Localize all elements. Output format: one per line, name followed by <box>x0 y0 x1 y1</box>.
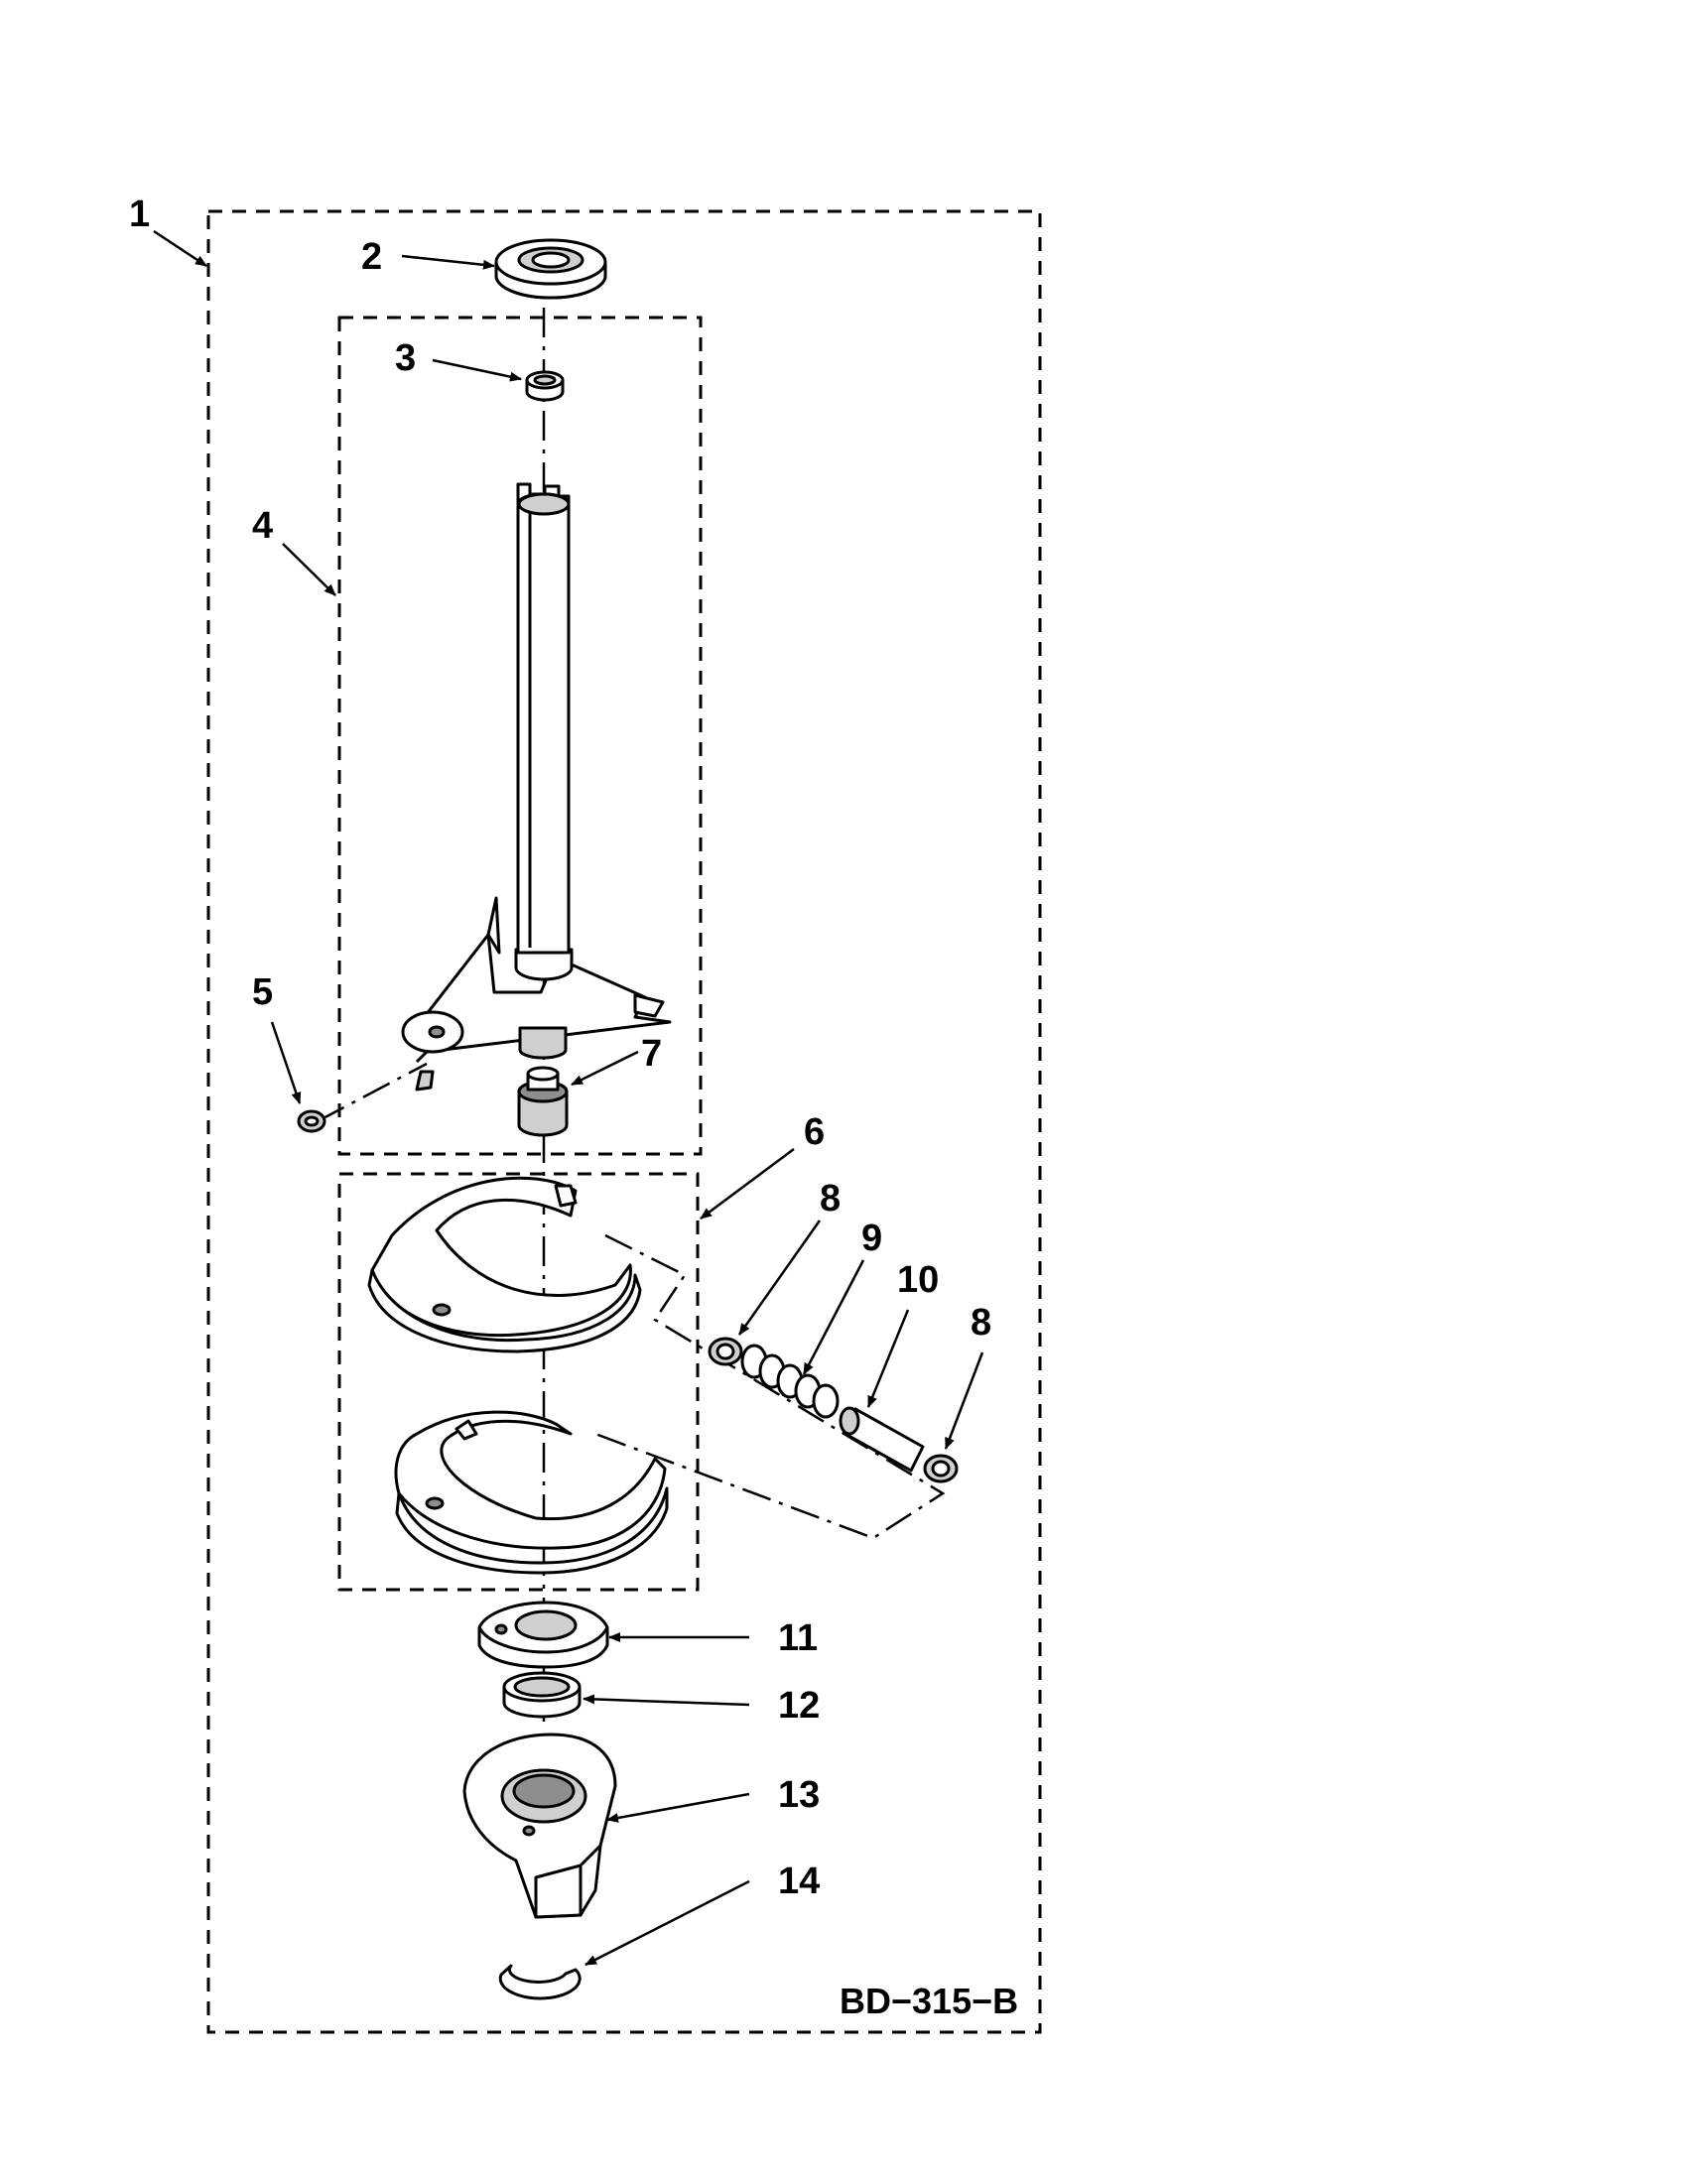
callout-label-12: 12 <box>778 1685 820 1727</box>
assembly-4-boundary <box>337 316 703 1156</box>
part-2-seal <box>494 238 607 300</box>
pin-axis-6 <box>594 1233 946 1540</box>
part-5-clip <box>297 1109 326 1133</box>
callout-label-5: 5 <box>252 971 273 1013</box>
part-3-bushing <box>525 370 565 402</box>
leader-8a <box>737 1220 822 1336</box>
leader-2 <box>401 254 495 270</box>
leader-12 <box>583 1694 750 1707</box>
part-10-pin <box>839 1406 925 1473</box>
callout-label-11: 11 <box>778 1617 818 1659</box>
leader-1 <box>153 229 207 268</box>
callout-label-14: 14 <box>778 1861 820 1902</box>
callout-label-1: 1 <box>129 193 150 235</box>
part-6-brake-upper <box>367 1176 642 1353</box>
part-6-brake-lower <box>394 1410 669 1575</box>
part-8-washer-left <box>708 1337 743 1366</box>
part-14-snap-ring <box>498 1964 582 2000</box>
callout-label-2: 2 <box>361 236 382 278</box>
callout-label-9: 9 <box>861 1218 882 1259</box>
leader-7 <box>571 1050 639 1087</box>
callout-label-3: 3 <box>395 337 416 379</box>
pin-axis-5 <box>317 1062 428 1123</box>
part-12-ring <box>502 1671 582 1719</box>
part-13-cam <box>462 1733 617 1919</box>
part-7-bushing <box>517 1066 569 1137</box>
leader-14 <box>584 1879 750 1967</box>
diagram-code: BD−315−B <box>840 1981 1018 2021</box>
callout-label-4: 4 <box>252 505 273 547</box>
part-11-retainer <box>477 1601 609 1669</box>
callout-label-8b: 8 <box>971 1302 991 1344</box>
part-9-spring <box>740 1344 840 1419</box>
callout-label-7: 7 <box>641 1033 662 1075</box>
part-4-shaft-assembly <box>401 482 672 1092</box>
callout-label-10: 10 <box>897 1259 939 1301</box>
leader-4 <box>282 543 336 596</box>
assembly-6-boundary <box>337 1172 700 1592</box>
leader-8b <box>944 1351 984 1450</box>
leader-9 <box>802 1259 865 1375</box>
callout-label-13: 13 <box>778 1774 820 1816</box>
part-8-washer-right <box>923 1454 959 1483</box>
callout-label-6: 6 <box>804 1111 825 1153</box>
leader-5 <box>270 1021 302 1104</box>
leader-3 <box>432 358 522 382</box>
leader-6 <box>700 1147 795 1220</box>
assembly-1-boundary <box>206 209 1042 2034</box>
callout-label-8a: 8 <box>820 1178 841 1220</box>
leader-13 <box>606 1792 750 1823</box>
leader-10 <box>866 1309 910 1408</box>
